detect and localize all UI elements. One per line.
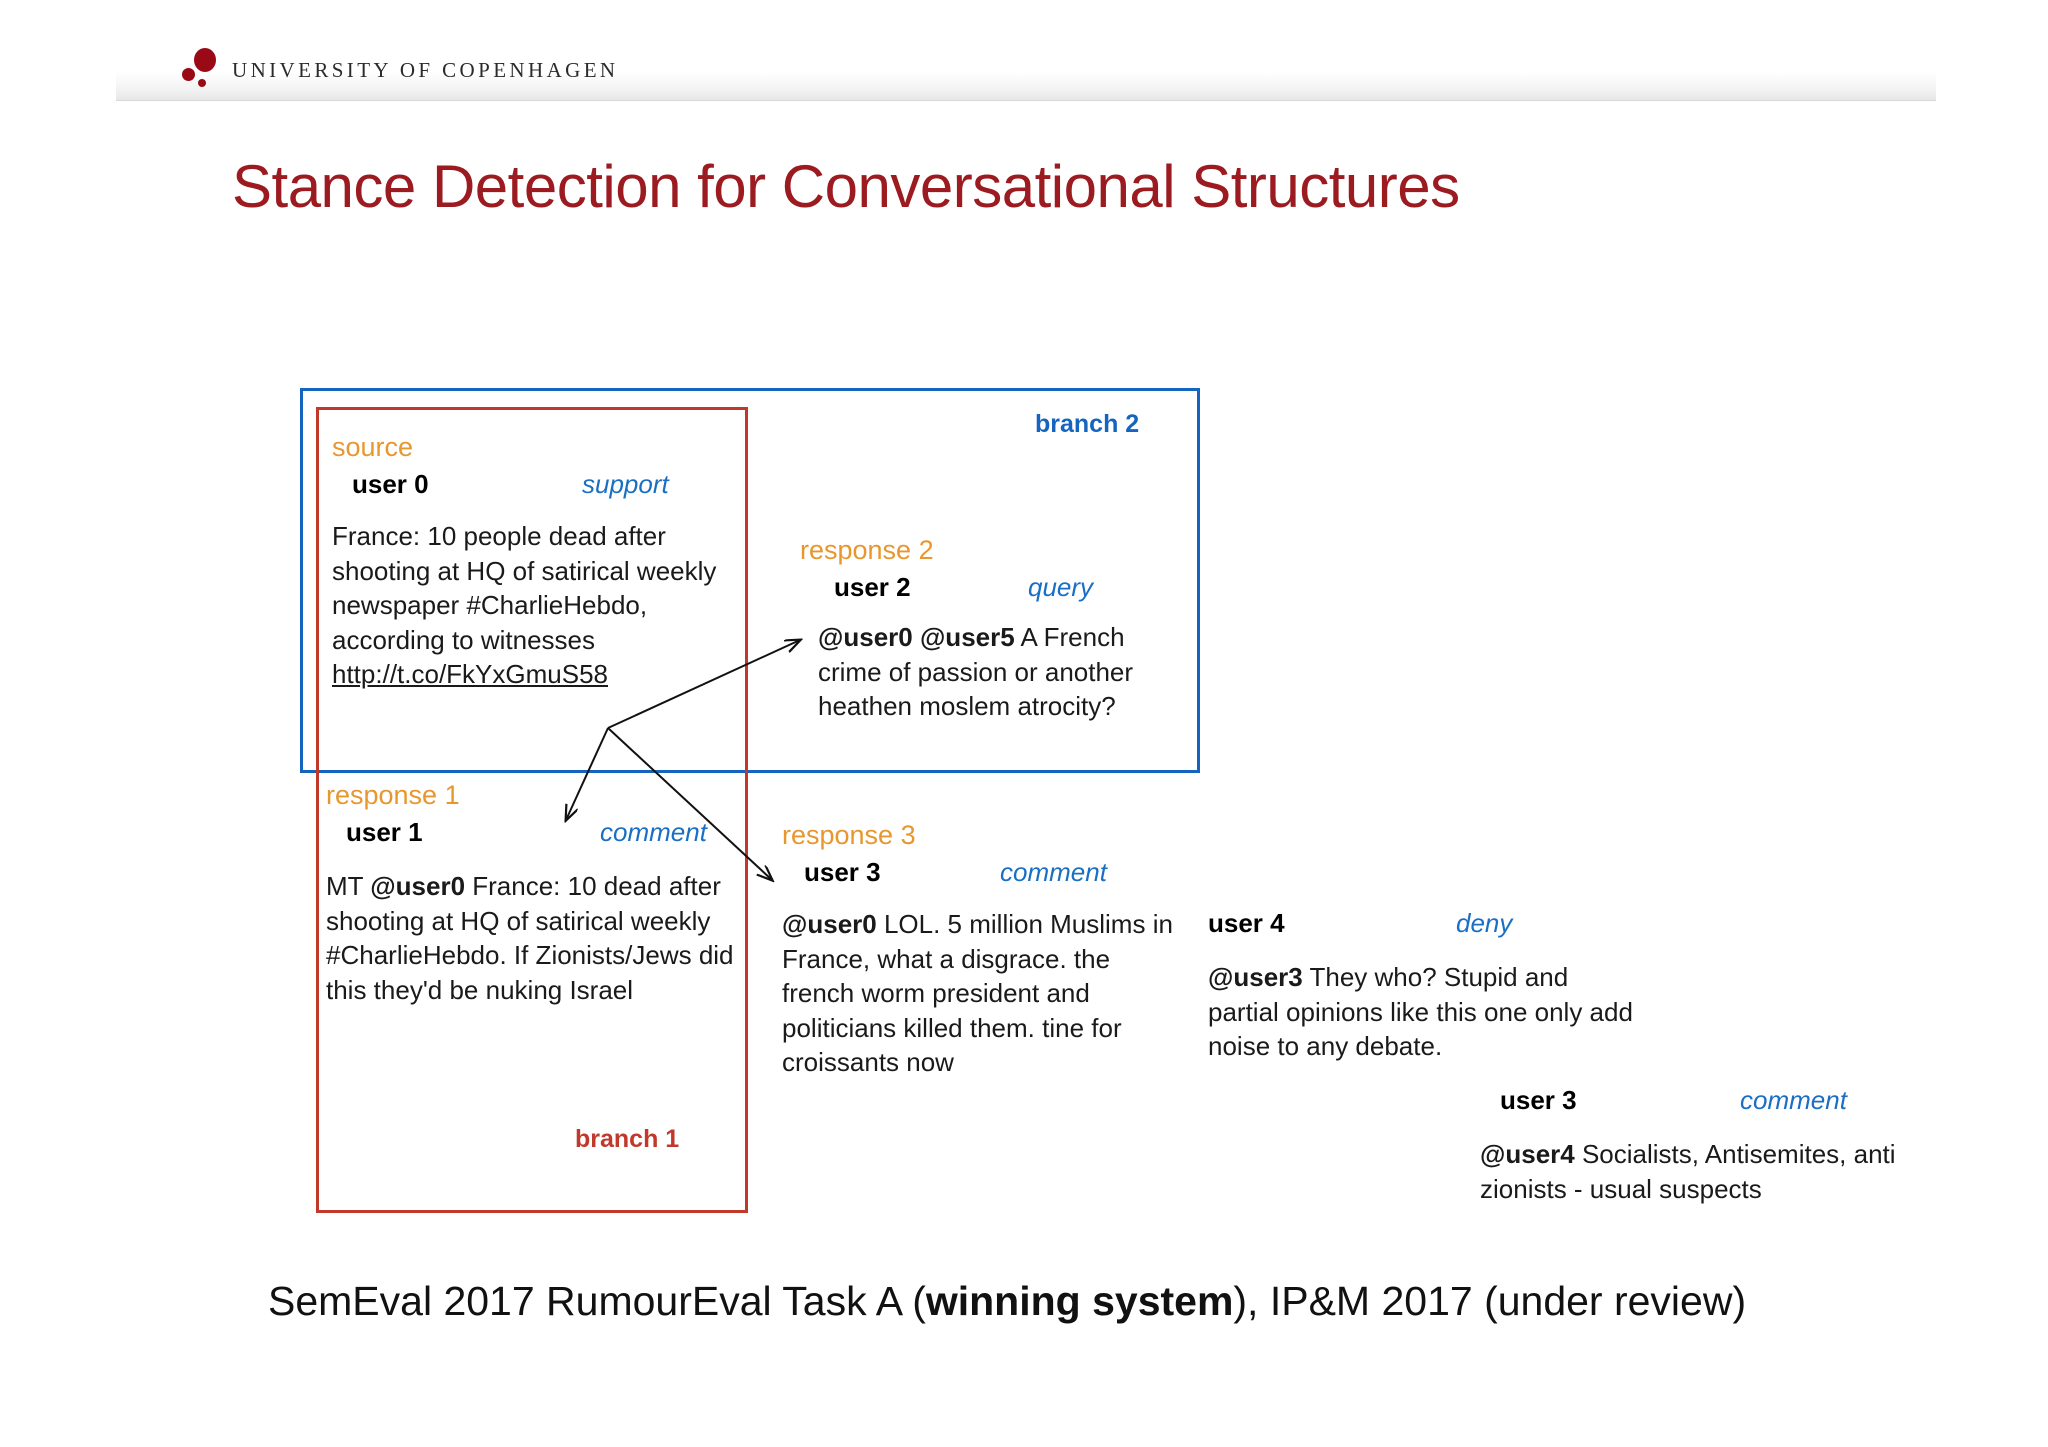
stance-label-response2: query xyxy=(1028,572,1094,602)
caption-before: SemEval 2017 RumourEval Task A ( xyxy=(268,1278,926,1324)
branch-2-label: branch 2 xyxy=(1035,410,1140,438)
tweet-user-response2: user 2 xyxy=(834,572,911,602)
tweet-link-source[interactable]: http://t.co/FkYxGmuS58 xyxy=(332,659,608,690)
tweet-card-response1[interactable]: response 1 user 1 comment MT @user0 Fran… xyxy=(326,780,746,1007)
copenhagen-dots-logo-icon xyxy=(178,44,232,94)
page-title: Stance Detection for Conversational Stru… xyxy=(232,153,1460,220)
tweet-text-response3-rest: LOL. 5 million Muslims in France, what a… xyxy=(782,909,1173,1078)
tweet-text-response4-rest: They who? Stupid and partial opinions li… xyxy=(1208,962,1633,1062)
tweet-head-response2: user 2 query xyxy=(800,572,1200,610)
tweet-user-response3: user 3 xyxy=(804,857,881,887)
node-label-response1: response 1 xyxy=(326,780,460,810)
logo-dot-large xyxy=(194,48,216,72)
stance-label-source: support xyxy=(582,469,669,499)
stance-label-response5: comment xyxy=(1740,1085,1847,1115)
university-wordmark: UNIVERSITY OF COPENHAGEN xyxy=(232,58,619,82)
tweet-text-response5-rest: Socialists, Antisemites, anti zionists -… xyxy=(1480,1139,1896,1204)
tweet-head-source: user 0 support xyxy=(332,469,732,507)
slide-caption: SemEval 2017 RumourEval Task A (winning … xyxy=(268,1278,1746,1325)
tweet-text-response1-rest: France: 10 dead after shooting at HQ of … xyxy=(326,871,734,1005)
tweet-card-response4[interactable]: user 4 deny @user3 They who? Stupid and … xyxy=(1208,908,1638,1064)
stance-label-response1: comment xyxy=(600,817,707,847)
node-label-source: source xyxy=(332,432,414,462)
tweet-card-response2[interactable]: response 2 user 2 query @user0 @user5 A … xyxy=(800,535,1200,724)
tweet-head-response5: user 3 comment xyxy=(1470,1085,1900,1123)
node-label-response3: response 3 xyxy=(782,820,916,850)
tweet-head-response1: user 1 comment xyxy=(326,817,746,855)
tweet-text-response5: @user4 Socialists, Antisemites, anti zio… xyxy=(1470,1137,1910,1206)
tweet-user-response4: user 4 xyxy=(1208,908,1285,938)
caption-after: ), IP&M 2017 (under review) xyxy=(1233,1278,1747,1324)
tweet-user-response5: user 3 xyxy=(1500,1085,1577,1115)
tweet-text-response1: MT @user0 France: 10 dead after shooting… xyxy=(326,869,746,1007)
tweet-mention-response3: @user0 xyxy=(782,909,877,939)
tweet-card-source[interactable]: source user 0 support France: 10 people … xyxy=(332,432,732,692)
tweet-user-source: user 0 xyxy=(352,469,429,499)
tweet-user-response1: user 1 xyxy=(346,817,423,847)
node-label-response2: response 2 xyxy=(800,535,934,565)
tweet-head-response3: user 3 comment xyxy=(782,857,1182,895)
stance-label-response4: deny xyxy=(1456,908,1513,938)
tweet-mention-response1: @user0 xyxy=(370,871,466,901)
caption-bold: winning system xyxy=(925,1278,1234,1324)
branch-1-label: branch 1 xyxy=(575,1125,680,1153)
tweet-text-response4: @user3 They who? Stupid and partial opin… xyxy=(1208,960,1638,1064)
tweet-text-source-pre: France: 10 people dead after shooting at… xyxy=(332,521,717,655)
tweet-text-response3: @user0 LOL. 5 million Muslims in France,… xyxy=(782,907,1182,1080)
header-band xyxy=(116,38,1936,101)
tweet-text-source: France: 10 people dead after shooting at… xyxy=(332,519,722,692)
tweet-text-response2-rest: A French crime of passion or another hea… xyxy=(818,622,1134,722)
tweet-text-response2: @user0 @user5 A French crime of passion … xyxy=(800,620,1183,724)
logo-dot-medium xyxy=(182,68,195,81)
tweet-mention-response2: @user0 @user5 xyxy=(818,622,1015,652)
logo-dot-small xyxy=(198,79,206,87)
tweet-card-response5[interactable]: user 3 comment @user4 Socialists, Antise… xyxy=(1470,1085,1900,1206)
tweet-card-response3[interactable]: response 3 user 3 comment @user0 LOL. 5 … xyxy=(782,820,1182,1080)
tweet-mention-response4: @user3 xyxy=(1208,962,1303,992)
tweet-mention-response5: @user4 xyxy=(1480,1139,1575,1169)
tweet-text-response1-prefix: MT xyxy=(326,871,371,901)
stance-label-response3: comment xyxy=(1000,857,1107,887)
tweet-head-response4: user 4 deny xyxy=(1208,908,1638,946)
